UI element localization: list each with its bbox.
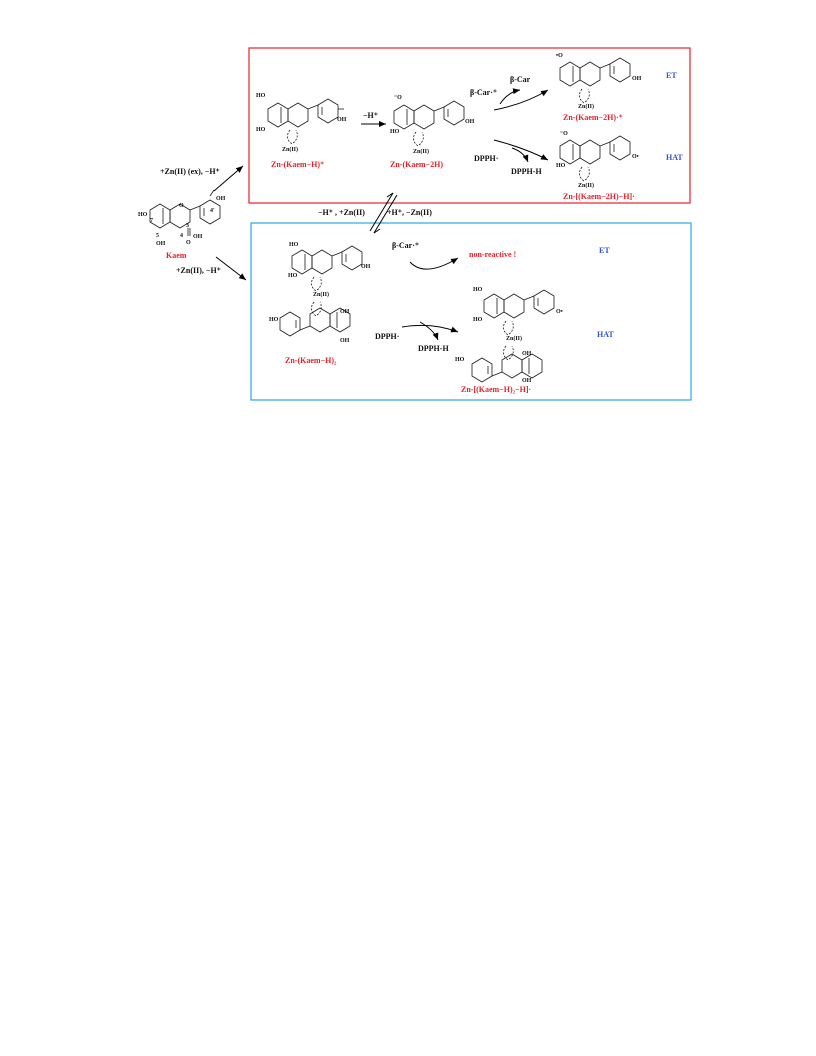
structure-label: ⁻O [560, 131, 568, 137]
kaem-num-3: 3 [186, 223, 189, 229]
structure-label: •O [556, 53, 563, 59]
bottom-species1-name: Zn-(Kaem−H)₂ [285, 356, 337, 365]
upper-route-label: +Zn(II) (ex), −H⁺ [160, 167, 220, 176]
lower-route-label: +Zn(II), −H⁺ [176, 266, 221, 275]
structure-label: Zn(II) [282, 146, 298, 153]
kaem-carbonyl-o: O [186, 240, 191, 246]
bottom-et-arrow [409, 257, 459, 270]
structure-label: HO [289, 242, 299, 248]
top-species4-name: Zn-[(Kaem−2H)−H]· [563, 192, 635, 201]
structure-label: HO [473, 287, 483, 293]
top-species2-structure: ⁻O HO OH Zn(II) [390, 95, 475, 155]
top-box [248, 47, 691, 204]
bottom-hat-product: DPPH-H [418, 344, 449, 353]
structure-label: ⁻O [394, 95, 402, 101]
structure-label: HO [455, 357, 465, 363]
structure-label: HO [390, 129, 400, 135]
structure-label: Zn(II) [578, 103, 594, 110]
bottom-et-tag: ET [599, 246, 610, 255]
bottom-species1-structure: HO HO OH Zn(II) HO OH OH [269, 242, 371, 344]
bottom-hat-side-arrow [419, 321, 439, 341]
top-species3-name: Zn-(Kaem−2H)·⁺ [563, 113, 623, 122]
top-hat-tag: HAT [666, 153, 683, 162]
top-hat-product: DPPH-H [511, 167, 542, 176]
top-species1-structure: HO HO OH Zn(II) [256, 93, 347, 153]
upper-route-arrow [213, 165, 244, 192]
kaem-num-4p: 4' [210, 208, 215, 214]
top-et-tag: ET [666, 71, 677, 80]
top-species1-name: Zn-(Kaem−H)⁺ [271, 160, 324, 169]
top-species4-structure: ⁻O HO O• Zn(II) [556, 131, 639, 189]
structure-label: O• [632, 154, 639, 160]
structure-label: Zn(II) [313, 291, 329, 298]
structure-label: OH [337, 117, 347, 123]
structure-label: HO [256, 127, 266, 133]
kaem-num-4: 4 [180, 233, 183, 239]
top-hat-reagent: DPPH· [474, 154, 498, 163]
kaem-oh-bottom: OH [156, 241, 166, 247]
structure-label: Zn(II) [506, 335, 522, 342]
top-et-product: β-Car [510, 75, 531, 84]
structure-label: HO [473, 317, 483, 323]
top-species2-name: Zn-(Kaem−2H) [390, 160, 443, 169]
bottom-et-reagent: β-Car·⁺ [392, 241, 419, 250]
structure-label: HO [288, 273, 298, 279]
structure-label: HO [269, 317, 279, 323]
structure-label: HO [256, 93, 266, 99]
equilibrium-arrows [369, 192, 398, 234]
bottom-hat-tag: HAT [597, 330, 614, 339]
structure-label: OH [522, 378, 532, 384]
kaem-ho-left: HO [138, 212, 148, 218]
bottom-hat-arrow [401, 324, 459, 333]
top-step1-label: −H⁺ [363, 111, 378, 120]
kaem-structure: OH HO OH OH O O 4' 7 5 3 4 [138, 189, 226, 247]
structure-label: Zn(II) [413, 148, 429, 155]
structure-label: OH [632, 76, 642, 82]
kaem-num-5: 5 [156, 233, 159, 239]
top-hat-side-arrow [511, 147, 529, 163]
lower-route-arrow [215, 256, 247, 281]
structure-label: OH [465, 119, 475, 125]
equilibrium-right-label: +H⁺, −Zn(II) [387, 208, 432, 217]
kaem-ring-o: O [179, 203, 184, 209]
kaem-oh-top: OH [216, 196, 226, 202]
top-species3-structure: •O OH Zn(II) [556, 53, 642, 110]
structure-label: O• [556, 309, 563, 315]
top-et-side-arrow [499, 88, 521, 105]
kaem-oh-right: OH [193, 234, 203, 240]
bottom-species2-structure: HO HO O• Zn(II) HO OH OH [455, 287, 563, 384]
top-et-arrow [493, 89, 549, 111]
bottom-box [250, 222, 692, 401]
structure-label: OH [340, 338, 350, 344]
top-hat-arrow [493, 139, 549, 161]
kaem-name: Kaem [166, 251, 187, 260]
structure-label: Zn(II) [578, 182, 594, 189]
structure-label: OH [522, 351, 532, 357]
structure-label: OH [340, 309, 350, 315]
bottom-et-result: non-reactive ! [469, 250, 516, 259]
top-et-reagent: β-Car·⁺ [470, 88, 497, 97]
structure-label: OH [361, 264, 371, 270]
bottom-hat-reagent: DPPH· [375, 332, 399, 341]
structure-label: HO [556, 163, 566, 169]
kaem-num-7: 7 [150, 218, 153, 224]
bottom-species2-name: Zn-[(Kaem−H)₂−H]· [461, 385, 531, 394]
equilibrium-left-label: −H⁺ , +Zn(II) [318, 208, 365, 217]
